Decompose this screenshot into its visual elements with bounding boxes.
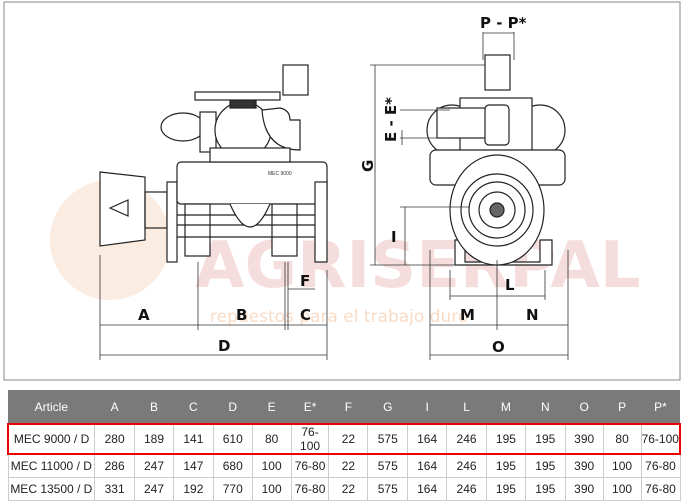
value-cell: 76-80: [640, 453, 681, 478]
value-cell: 575: [367, 423, 409, 455]
value-cell: 195: [485, 453, 526, 478]
column-header: C: [173, 390, 214, 424]
value-cell: 76-100: [290, 423, 330, 455]
value-cell: 195: [524, 453, 566, 478]
technical-drawing: AGRISERPAL repuestos para el trabajo dur…: [3, 1, 681, 381]
front-dimensions: [370, 32, 569, 360]
column-header: G: [367, 390, 408, 424]
value-cell: 189: [134, 423, 174, 455]
dim-label-e: E - E*: [382, 97, 400, 142]
value-cell: 770: [212, 477, 253, 501]
value-cell: 22: [328, 477, 369, 501]
side-view-pump: MEC 9000: [99, 64, 328, 263]
value-cell: 575: [367, 453, 409, 478]
value-cell: 195: [485, 423, 526, 455]
front-view-pump: [426, 54, 566, 266]
value-cell: 610: [212, 423, 253, 455]
value-cell: 80: [602, 423, 642, 455]
column-header: P*: [641, 390, 680, 424]
side-dimensions: [99, 255, 328, 360]
value-cell: 76-100: [640, 423, 681, 455]
value-cell: 246: [446, 423, 487, 455]
dim-label-d: D: [218, 337, 230, 355]
value-cell: 147: [172, 453, 214, 478]
value-cell: 22: [328, 453, 369, 478]
value-cell: 141: [172, 423, 214, 455]
value-cell: 164: [407, 423, 448, 455]
value-cell: 280: [94, 423, 136, 455]
dim-label-c: C: [300, 306, 311, 324]
value-cell: 390: [564, 423, 604, 455]
value-cell: 195: [485, 477, 526, 501]
svg-text:AGRISERPAL: AGRISERPAL: [195, 229, 641, 303]
dim-label-m: M: [460, 306, 475, 324]
value-cell: 76-80: [640, 477, 681, 501]
column-header: B: [134, 390, 174, 424]
article-cell: MEC 11000 / D: [7, 453, 96, 478]
value-cell: 22: [328, 423, 369, 455]
dim-label-n: N: [526, 306, 539, 324]
column-header: Article: [8, 390, 95, 424]
value-cell: 100: [251, 453, 292, 478]
value-cell: 195: [524, 423, 566, 455]
value-cell: 100: [251, 477, 292, 501]
value-cell: 76-80: [290, 453, 330, 478]
value-cell: 76-80: [290, 477, 330, 501]
column-header: P: [603, 390, 642, 424]
column-header: E: [252, 390, 292, 424]
dim-label-p: P - P*: [480, 14, 527, 32]
nameplate-text: MEC 9000: [268, 171, 292, 177]
svg-text:repuestos para el trabajo duro: repuestos para el trabajo duro: [210, 307, 468, 327]
dim-label-a: A: [138, 306, 150, 324]
value-cell: 192: [172, 477, 214, 501]
column-header: I: [407, 390, 447, 424]
article-cell: MEC 13500 / D: [7, 477, 96, 501]
value-cell: 100: [602, 453, 642, 478]
value-cell: 331: [94, 477, 136, 501]
column-header: O: [565, 390, 604, 424]
value-cell: 195: [524, 477, 566, 501]
drawing-frame: [3, 1, 681, 381]
value-cell: 164: [407, 477, 448, 501]
value-cell: 390: [564, 477, 604, 501]
value-cell: 286: [94, 453, 136, 478]
dim-label-l: L: [505, 276, 515, 294]
value-cell: 164: [407, 453, 448, 478]
value-cell: 247: [134, 453, 174, 478]
column-header: L: [446, 390, 487, 424]
column-header: N: [525, 390, 566, 424]
value-cell: 100: [602, 477, 642, 501]
value-cell: 246: [446, 477, 487, 501]
value-cell: 680: [212, 453, 253, 478]
dim-label-b: B: [236, 306, 247, 324]
dim-label-g: G: [359, 160, 377, 172]
column-header: D: [213, 390, 253, 424]
article-cell: MEC 9000 / D: [7, 423, 96, 455]
value-cell: 247: [134, 477, 174, 501]
value-cell: 575: [367, 477, 409, 501]
dim-label-f: F: [300, 272, 310, 290]
value-cell: 390: [564, 453, 604, 478]
column-header: E*: [291, 390, 329, 424]
value-cell: 246: [446, 453, 487, 478]
column-header: A: [94, 390, 135, 424]
value-cell: 80: [251, 423, 292, 455]
dim-label-i: I: [391, 228, 397, 246]
column-header: F: [328, 390, 368, 424]
column-header: M: [486, 390, 526, 424]
dim-label-o: O: [492, 338, 505, 356]
